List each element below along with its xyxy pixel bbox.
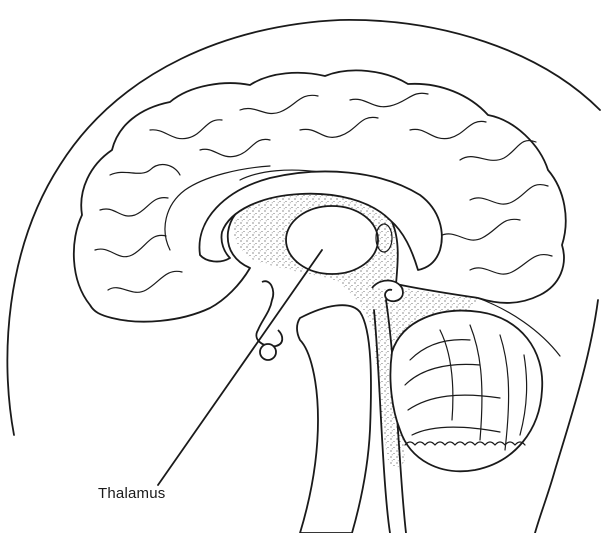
thalamus-label: Thalamus xyxy=(98,485,165,502)
cerebellum xyxy=(390,311,542,472)
pituitary-gland xyxy=(260,344,276,360)
thalamus xyxy=(286,206,378,274)
brainstem xyxy=(297,305,371,533)
neck-back-outline xyxy=(535,300,598,533)
